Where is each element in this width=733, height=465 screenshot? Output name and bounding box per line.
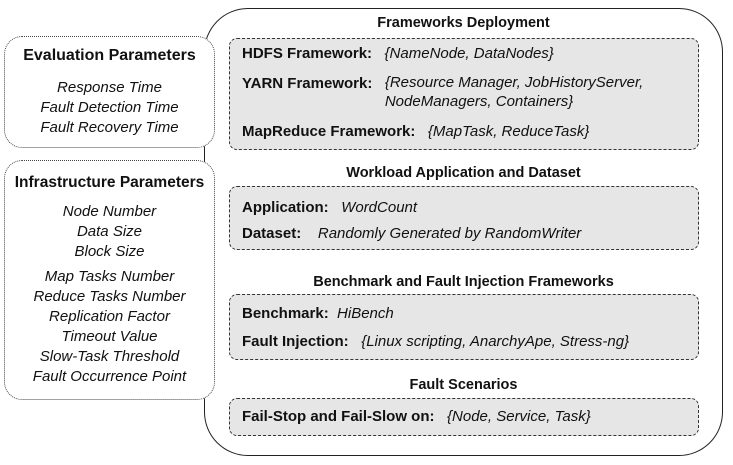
infrastructure-parameters-title: Infrastructure Parameters <box>14 174 205 191</box>
yarn-row: YARN Framework: {Resource Manager, JobHi… <box>242 74 644 111</box>
evaluation-parameters-list: Response Time Fault Detection Time Fault… <box>5 78 214 138</box>
infrastructure-item: Fault Occurrence Point <box>32 368 187 385</box>
application-label: Application: <box>242 199 329 216</box>
dataset-value: Randomly Generated by RandomWriter <box>317 225 582 242</box>
infrastructure-parameters-panel: Infrastructure Parameters Node Number Da… <box>4 160 215 400</box>
evaluation-parameters-title: Evaluation Parameters <box>23 47 196 64</box>
fault-scenarios-title: Fault Scenarios <box>409 377 518 393</box>
evaluation-item: Response Time <box>57 79 162 96</box>
mapreduce-value: {MapTask, ReduceTask} <box>427 123 590 140</box>
evaluation-parameters-panel: Evaluation Parameters Response Time Faul… <box>4 36 215 148</box>
infrastructure-item: Reduce Tasks Number <box>33 288 186 305</box>
fault-scenarios-value: {Node, Service, Task} <box>447 408 591 425</box>
dataset-label: Dataset: <box>242 225 302 242</box>
fault-scenarios-label: Fail-Stop and Fail-Slow on: <box>242 408 435 425</box>
frameworks-deployment-box: HDFS Framework: {NameNode, DataNodes} YA… <box>229 38 699 150</box>
hdfs-label: HDFS Framework: <box>242 45 373 62</box>
yarn-value-line1: {Resource Manager, JobHistoryServer, <box>384 74 644 91</box>
infrastructure-item: Timeout Value <box>61 328 158 345</box>
fault-injection-row: Fault Injection: {Linux scripting, Anarc… <box>242 333 629 350</box>
hdfs-value: {NameNode, DataNodes} <box>384 45 554 62</box>
benchmark-value: HiBench <box>337 305 394 322</box>
fault-scenarios-box: Fail-Stop and Fail-Slow on: {Node, Servi… <box>229 398 699 436</box>
yarn-label: YARN Framework: <box>242 75 373 92</box>
infrastructure-item: Map Tasks Number <box>44 268 175 285</box>
benchmark-label: Benchmark: <box>242 305 329 322</box>
evaluation-item: Fault Detection Time <box>40 99 179 116</box>
application-value: WordCount <box>341 199 418 216</box>
benchmark-title: Benchmark and Fault Injection Frameworks <box>313 274 614 290</box>
benchmark-row: Benchmark: HiBench <box>242 305 394 322</box>
dataset-row: Dataset: Randomly Generated by RandomWri… <box>242 225 581 242</box>
infrastructure-item: Node Number <box>62 203 157 220</box>
infrastructure-item: Replication Factor <box>49 308 170 325</box>
infrastructure-parameters-list: Node Number Data Size Block Size Map Tas… <box>5 202 214 387</box>
yarn-value-line2: NodeManagers, Containers} <box>384 93 574 110</box>
workload-title: Workload Application and Dataset <box>346 165 581 181</box>
infrastructure-item: Slow-Task Threshold <box>39 348 180 365</box>
mapreduce-row: MapReduce Framework: {MapTask, ReduceTas… <box>242 123 589 140</box>
frameworks-deployment-title: Frameworks Deployment <box>377 15 550 31</box>
fault-injection-label: Fault Injection: <box>242 333 349 350</box>
mapreduce-label: MapReduce Framework: <box>242 123 416 140</box>
evaluation-item: Fault Recovery Time <box>40 119 179 136</box>
infrastructure-item: Block Size <box>74 243 145 260</box>
benchmark-box: Benchmark: HiBench Fault Injection: {Lin… <box>229 294 699 360</box>
application-row: Application: WordCount <box>242 199 417 216</box>
infrastructure-item: Data Size <box>76 223 143 240</box>
hdfs-row: HDFS Framework: {NameNode, DataNodes} <box>242 45 554 62</box>
fault-injection-value: {Linux scripting, AnarchyApe, Stress-ng} <box>361 333 630 350</box>
workload-box: Application: WordCount Dataset: Randomly… <box>229 186 699 250</box>
fault-scenarios-row: Fail-Stop and Fail-Slow on: {Node, Servi… <box>242 408 591 425</box>
